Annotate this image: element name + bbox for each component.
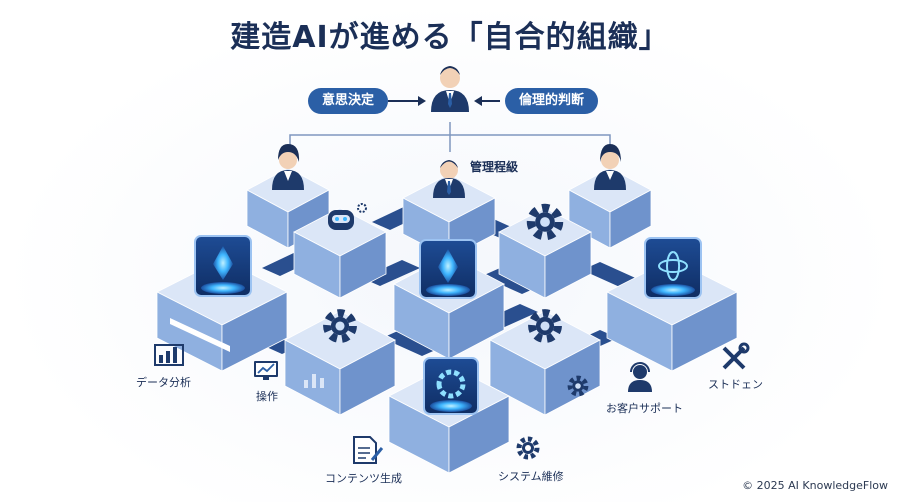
document-pen-icon — [353, 436, 384, 464]
block-layer — [156, 167, 738, 474]
management-label: 管理程級 — [470, 160, 519, 174]
block-robot — [293, 207, 387, 299]
operation-label: 操作 — [256, 390, 278, 403]
tools-wrench-icon — [722, 342, 750, 370]
executive-person-icon — [431, 66, 469, 112]
headset-support-icon — [628, 362, 652, 392]
block-atom-right — [671, 291, 738, 372]
block-gear-top — [498, 207, 592, 299]
block-crystal-left-right — [221, 291, 288, 372]
system-maintenance-label: システム維修 — [498, 470, 564, 483]
tools-label: ストドェン — [708, 378, 763, 391]
block-slot — [170, 318, 230, 352]
gear-small-icon — [567, 375, 589, 397]
arrow-left — [388, 96, 426, 106]
panel-atom — [644, 237, 702, 299]
panel-layer — [194, 203, 702, 415]
block-gear-top-right — [544, 231, 592, 299]
monitor-trend-icon — [254, 361, 278, 380]
mini-bars-icon — [304, 374, 324, 388]
bar-chart-icon — [154, 344, 184, 366]
block-gear-right — [489, 310, 601, 416]
gear-left-icon — [323, 309, 357, 343]
panel-crystal-left — [194, 235, 252, 297]
block-gear-left-right — [339, 339, 396, 416]
page-title: 建造AIが進める「自合的組織」 — [230, 20, 670, 55]
manager-center-person-icon — [433, 160, 465, 198]
copyright: © 2025 AI KnowledgeFlow — [742, 479, 888, 492]
manager-right-person-icon — [594, 144, 626, 190]
data-analysis-label: データ分析 — [136, 376, 191, 389]
block-robot-right — [339, 231, 387, 299]
panel-crystal-center — [419, 239, 477, 299]
gear-top-icon — [526, 203, 564, 241]
gear-right-icon — [528, 309, 562, 343]
arrow-right — [474, 96, 500, 106]
manager-left-person-icon — [272, 144, 304, 190]
block-gear-front-right — [448, 395, 510, 474]
decision-making-pill: 意思決定 — [308, 88, 389, 114]
block-gear-right-right — [544, 339, 601, 416]
customer-support-label: お客户サポート — [606, 402, 683, 415]
content-generation-label: コンテンツ生成 — [325, 472, 402, 485]
block-manager-right-right — [609, 189, 652, 249]
ethical-judgment-pill: 倫理的判断 — [505, 88, 599, 114]
gear-icon — [516, 436, 540, 460]
panel-gear-front — [423, 357, 479, 415]
robot-icon — [328, 203, 367, 230]
hierarchy-lines — [289, 122, 611, 152]
